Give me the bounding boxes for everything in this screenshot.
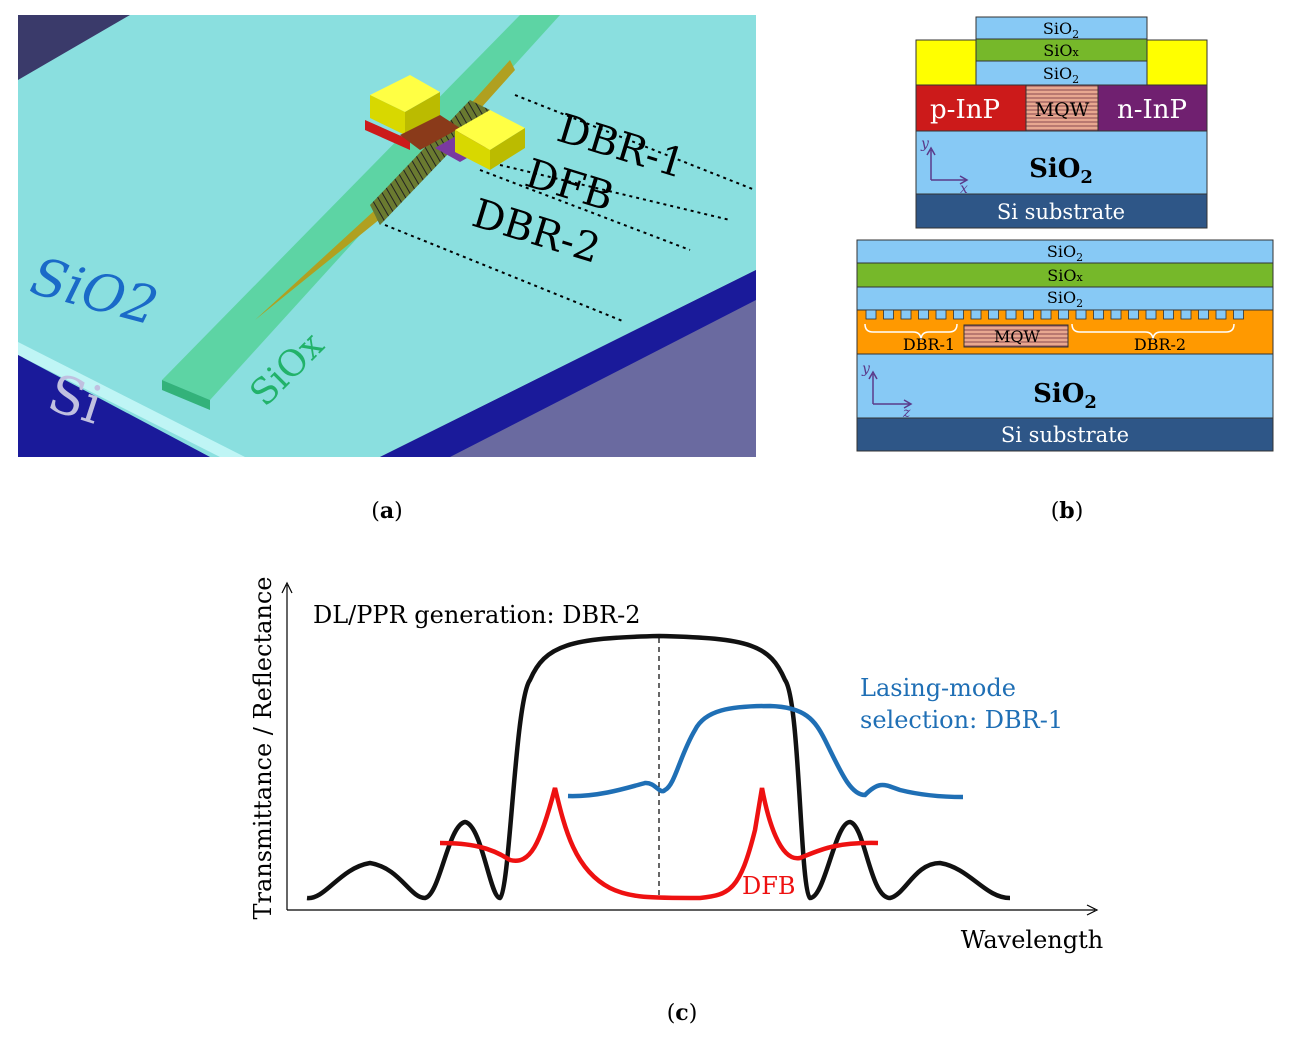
- grating-tooth: [1023, 309, 1034, 320]
- b-bot-sio2-big-label: SiO2: [1033, 379, 1097, 413]
- siox-waveguide-face: [162, 380, 210, 410]
- c-label-red: DFB: [742, 872, 796, 900]
- grating-tooth: [988, 309, 999, 320]
- leader-dfb: [499, 164, 731, 221]
- grating-tooth: [1110, 309, 1122, 320]
- b-top-substrate-label: Si substrate: [997, 200, 1125, 224]
- leader-dbr2: [384, 224, 626, 323]
- c-label-blue-line2: selection: DBR-1: [860, 706, 1063, 734]
- b-bot-axis-y: y: [861, 361, 871, 377]
- brace-dbr2: [1071, 323, 1235, 341]
- caption-b: (b): [1051, 498, 1084, 524]
- grating-tooth: [953, 309, 964, 320]
- b-top-siox-label: SiOx: [1043, 41, 1079, 60]
- grating-tooth: [1180, 309, 1192, 320]
- b-top-pinp-label: p-InP: [930, 95, 1000, 125]
- b-top-mqw: [1025, 84, 1099, 132]
- c-ylabel: Transmittance / Reflectance: [249, 576, 277, 919]
- b-top-axis-y: y: [920, 136, 930, 152]
- b-top-ninp-label: n-InP: [1117, 95, 1187, 125]
- right-side-lower: [450, 300, 756, 457]
- b-top-axes: [926, 146, 969, 185]
- curve-dbr1-blue: [567, 703, 964, 800]
- yellow-left: [915, 39, 977, 86]
- grating-tooth: [883, 309, 894, 320]
- b-top-mqw-label: MQW: [1035, 99, 1090, 121]
- c-x-arrow: [1086, 904, 1099, 916]
- b-bot-mqw: [963, 324, 1069, 348]
- b-top-pinp: [915, 84, 1027, 132]
- grating-tooth: [1163, 309, 1174, 320]
- b-bot-siox-label: SiOx: [1047, 266, 1083, 285]
- mqw-strip: [400, 115, 460, 150]
- b-top-sio2-layer-mid: [975, 60, 1148, 86]
- b-bot-grating-teeth: [865, 309, 1244, 320]
- grating-tooth: [1093, 309, 1104, 320]
- b-bot-substrate: [856, 417, 1274, 452]
- caption-c: (c): [667, 1000, 698, 1026]
- b-top-axis-x: x: [960, 181, 968, 197]
- grating-tooth: [1075, 309, 1087, 320]
- b-bot-mqw-label: MQW: [994, 327, 1041, 346]
- b-bot-dbr2-label: DBR-2: [1134, 335, 1186, 354]
- panel-c-spectrum: Transmittance / Reflectance Wavelength D…: [249, 576, 1103, 954]
- c-xlabel: Wavelength: [961, 926, 1103, 954]
- b-bot-siox: [856, 262, 1274, 288]
- brace-dbr1: [864, 323, 958, 341]
- b-bot-axes: [868, 370, 913, 409]
- grating-tooth: [1215, 309, 1227, 320]
- grating-tooth: [970, 309, 982, 320]
- grating-tooth: [918, 309, 929, 320]
- grating-tooth: [935, 309, 947, 320]
- si-side: [18, 355, 210, 457]
- b-top-sio2-big: [915, 130, 1208, 195]
- grating-tooth: [1145, 309, 1157, 320]
- leader-dbr1: [514, 94, 756, 191]
- b-bot-sio2-top-label: SiO2: [1047, 242, 1083, 264]
- b-top-sio2-top-label: SiO2: [1043, 19, 1079, 41]
- b-bot-axis-z: z: [902, 405, 911, 421]
- contact-pad-right: [455, 110, 525, 170]
- yellow-right: [1146, 39, 1208, 86]
- grating-tooth: [1128, 309, 1139, 320]
- b-bot-sio2-mid-label: SiO2: [1047, 288, 1083, 310]
- b-top-sio2-mid-label: SiO2: [1043, 64, 1079, 86]
- grating-tooth: [1198, 309, 1209, 320]
- c-label-black: DL/PPR generation: DBR-2: [313, 601, 641, 629]
- panel-a-3d-render: DBR-1 DFB DBR-2 SiO2 Si SiOx: [18, 15, 756, 457]
- grating-tooth: [1040, 309, 1052, 320]
- curve-dfb-red: [439, 787, 879, 901]
- b-bot-substrate-label: Si substrate: [1001, 423, 1129, 447]
- b-top-sio2-big-label: SiO2: [1029, 154, 1093, 188]
- c-label-blue-line1: Lasing-mode: [860, 674, 1016, 702]
- panel-b-top-cross-section: SiO2 SiOx SiO2 p-InP MQW n-InP SiO2 Si s…: [915, 16, 1208, 229]
- b-top-ninp: [1097, 84, 1208, 132]
- b-bot-dbr1-label: DBR-1: [903, 335, 955, 354]
- caption-a: (a): [371, 498, 402, 524]
- b-top-substrate: [915, 193, 1208, 229]
- c-y-arrow: [281, 581, 293, 594]
- leader-dfb2: [479, 169, 691, 251]
- grating-tooth: [865, 309, 877, 320]
- curve-dbr2-black: [306, 633, 1011, 901]
- grating-tooth: [900, 309, 912, 320]
- contact-pad-left: [365, 75, 440, 150]
- sio2-front-edge: [18, 342, 245, 457]
- grating-tooth: [1005, 309, 1017, 320]
- panel-b-bottom-cross-section: SiO2 SiOx SiO2 DBR-1 MQW DBR-2 SiO2 Si s…: [856, 239, 1274, 452]
- grating-tooth: [1233, 309, 1244, 320]
- grating-tooth: [1058, 309, 1069, 320]
- taper-grating: [255, 60, 515, 320]
